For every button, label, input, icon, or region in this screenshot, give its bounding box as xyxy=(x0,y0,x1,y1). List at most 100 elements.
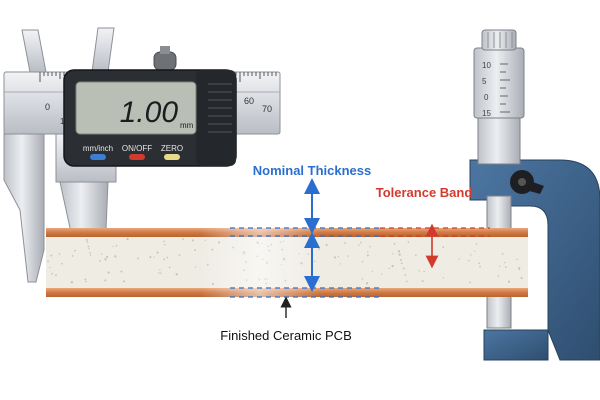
ceramic-texture-dot xyxy=(51,272,53,275)
caliper-scale-label-70: 70 xyxy=(262,104,272,114)
ceramic-texture-dot xyxy=(501,253,504,255)
ceramic-texture-dot xyxy=(392,253,394,255)
ceramic-texture-dot xyxy=(442,246,444,249)
ceramic-texture-dot xyxy=(367,251,369,253)
ceramic-texture-dot xyxy=(71,255,74,257)
caliper-reading-unit: mm xyxy=(180,121,194,130)
ceramic-texture-dot xyxy=(120,270,123,273)
ceramic-texture-dot xyxy=(112,245,114,248)
pcb-cross-section xyxy=(46,226,528,300)
ceramic-texture-dot xyxy=(49,266,51,269)
mm-inch-button[interactable] xyxy=(90,154,106,160)
ceramic-texture-dot xyxy=(156,251,159,254)
ceramic-texture-dot xyxy=(479,265,481,268)
ceramic-texture-dot xyxy=(397,250,401,253)
micrometer-sleeve xyxy=(477,115,521,165)
ceramic-texture-dot xyxy=(47,260,49,263)
ceramic-texture-dot xyxy=(398,253,401,256)
ceramic-texture-dot xyxy=(415,254,417,256)
caliper-lower-fixed-jaw xyxy=(3,133,45,283)
ceramic-texture-dot xyxy=(86,241,89,243)
ceramic-texture-dot xyxy=(84,278,87,281)
nominal-thickness-label: Nominal Thickness xyxy=(253,163,371,178)
ceramic-texture-dot xyxy=(358,244,360,246)
ceramic-texture-dot xyxy=(518,268,521,270)
ceramic-texture-dot xyxy=(442,277,445,279)
ceramic-texture-dot xyxy=(520,276,523,280)
caliper-reading: 1.00 xyxy=(120,96,179,129)
micrometer-lock-lever[interactable] xyxy=(510,170,544,194)
ceramic-texture-dot xyxy=(337,256,340,258)
button-label-zero: ZERO xyxy=(161,144,183,153)
ceramic-texture-dot xyxy=(89,254,92,256)
ceramic-texture-dot xyxy=(153,256,155,258)
ceramic-texture-dot xyxy=(194,266,197,268)
ceramic-texture-dot xyxy=(498,265,501,268)
ceramic-texture-dot xyxy=(70,281,74,284)
micrometer-spindle xyxy=(486,195,512,231)
digital-caliper: 0 1 2 3 60 70 1.00 mm mm/inch ON/OFF ZE xyxy=(3,27,281,283)
ceramic-texture-dot xyxy=(85,280,87,283)
tolerance-band-label: Tolerance Band xyxy=(376,185,473,200)
ceramic-texture-dot xyxy=(114,255,117,258)
ceramic-texture-dot xyxy=(474,250,476,252)
ceramic-texture-dot xyxy=(458,258,460,260)
ceramic-texture-dot xyxy=(163,258,166,261)
ceramic-texture-dot xyxy=(469,281,471,284)
ceramic-texture-dot xyxy=(516,258,518,261)
ceramic-texture-dot xyxy=(55,274,57,277)
ceramic-texture-dot xyxy=(104,279,107,282)
ceramic-texture-dot xyxy=(507,280,511,283)
zero-button[interactable] xyxy=(164,154,180,160)
ceramic-texture-dot xyxy=(86,239,88,241)
ceramic-texture-dot xyxy=(393,242,396,245)
ceramic-texture-dot xyxy=(149,256,152,259)
ceramic-texture-dot xyxy=(421,280,424,283)
ceramic-texture-dot xyxy=(178,254,181,257)
ceramic-texture-dot xyxy=(168,266,171,269)
ceramic-texture-dot xyxy=(366,254,369,257)
ceramic-texture-dot xyxy=(475,242,478,245)
caliper-lcd-screen xyxy=(75,81,197,135)
ceramic-texture-dot xyxy=(107,271,110,274)
ceramic-texture-dot xyxy=(87,245,90,248)
ceramic-texture-dot xyxy=(105,255,109,259)
ceramic-texture-dot xyxy=(504,262,506,264)
ceramic-texture-dot xyxy=(407,241,410,243)
ceramic-texture-dot xyxy=(333,256,337,259)
ceramic-texture-dot xyxy=(126,238,129,241)
on-off-button[interactable] xyxy=(129,154,145,160)
button-label-mm-inch: mm/inch xyxy=(83,144,113,153)
ceramic-texture-dot xyxy=(347,255,349,257)
caliper-scale xyxy=(39,72,277,82)
ceramic-texture-dot xyxy=(88,248,90,250)
ceramic-texture-dot xyxy=(158,272,160,274)
ceramic-texture-dot xyxy=(366,282,369,285)
ceramic-texture-dot xyxy=(478,262,481,265)
ceramic-texture-dot xyxy=(115,244,118,247)
ceramic-texture-dot xyxy=(361,260,364,263)
ceramic-texture-dot xyxy=(100,253,103,255)
thimble-label-0: 0 xyxy=(484,93,489,102)
ceramic-texture-dot xyxy=(391,264,394,268)
ceramic-texture-dot xyxy=(175,273,178,276)
thimble-label-5: 5 xyxy=(482,77,487,86)
ceramic-texture-dot xyxy=(89,252,91,254)
micrometer-anvil xyxy=(486,291,512,329)
ceramic-texture-dot xyxy=(194,249,196,252)
ceramic-texture-dot xyxy=(497,275,500,277)
caliper-thumb-wheel[interactable] xyxy=(153,51,177,71)
ceramic-texture-dot xyxy=(74,249,76,252)
button-label-on-off: ON/OFF xyxy=(122,144,152,153)
caliper-upper-sliding-jaw xyxy=(91,27,115,73)
ceramic-texture-dot xyxy=(470,254,472,256)
ceramic-texture-dot xyxy=(61,262,63,265)
ceramic-texture-dot xyxy=(182,238,184,240)
ceramic-texture-dot xyxy=(388,267,391,270)
thimble-label-10: 10 xyxy=(482,61,491,70)
ceramic-texture-dot xyxy=(418,270,421,272)
ceramic-texture-dot xyxy=(360,241,362,244)
micrometer-ratchet[interactable] xyxy=(481,29,517,51)
ceramic-texture-dot xyxy=(344,242,346,244)
